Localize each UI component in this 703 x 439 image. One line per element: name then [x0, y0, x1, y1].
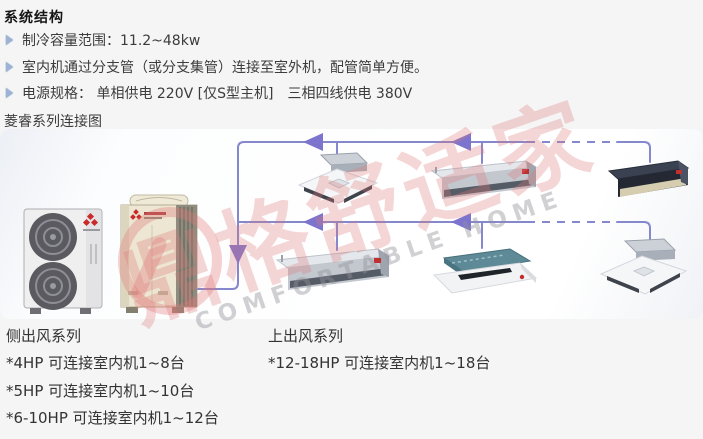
- note-top-blow-item: *12-18HP 可连接室内机1~18台: [268, 354, 491, 372]
- indoor-ducted-dark-top: [604, 157, 692, 211]
- flow-arrows: [229, 133, 471, 264]
- bullet-text: 制冷容量范围：11.2~48kw: [22, 33, 201, 49]
- indoor-ducted-light-top: [426, 157, 540, 209]
- connection-lines: [195, 133, 651, 290]
- arrow-left-icon: [303, 213, 323, 231]
- indoor-ducted-light-bottom: [270, 244, 394, 302]
- indicator-light-icon: [519, 274, 525, 280]
- indoor-cassette-1way-teal: [430, 244, 540, 310]
- note-side-blow-item: *4HP 可连接室内机1~8台: [6, 354, 185, 372]
- bullet-triangle-icon: [6, 62, 13, 72]
- connection-diagram: 鼎格舒适家 COMFORTABLE HOME: [0, 82, 703, 343]
- note-side-blow-title: 侧出风系列: [6, 327, 82, 345]
- bullet-power-spec: 电源规格： 单相供电 220V [仅S型主机] 三相四线供电 380V: [6, 84, 412, 102]
- logo-mark-icon: [522, 169, 529, 174]
- bullet-text: 电源规格： 单相供电 220V [仅S型主机] 三相四线供电 380V: [22, 86, 413, 102]
- arrow-left-icon: [303, 133, 323, 151]
- outdoor-unit-side-blow: [22, 206, 105, 320]
- logo-mark-icon: [374, 258, 381, 263]
- brand-logo-icon: [82, 212, 99, 227]
- pipe-dashed: [527, 141, 617, 223]
- indoor-cassette-4way-bottom: [594, 235, 691, 309]
- outdoor-unit-top-blow: [114, 193, 204, 319]
- note-side-blow-item: *6-10HP 可连接室内机1~12台: [6, 409, 219, 427]
- bullet-triangle-icon: [6, 88, 13, 98]
- diagram-caption: 菱睿系列连接图: [4, 114, 102, 130]
- note-top-blow-title: 上出风系列: [268, 327, 344, 345]
- bullet-cooling-capacity: 制冷容量范围：11.2~48kw: [6, 31, 200, 49]
- bullet-text: 室内机通过分支管（或分支集管）连接至室外机，配管简单方便。: [22, 60, 428, 76]
- page-title: 系统结构: [4, 10, 64, 26]
- bullet-triangle-icon: [6, 35, 13, 45]
- indoor-cassette-4way-top: [293, 151, 381, 215]
- arrow-left-icon: [451, 213, 471, 231]
- note-side-blow-item: *5HP 可连接室内机1~10台: [6, 382, 195, 400]
- arrow-left-icon: [451, 133, 471, 151]
- arrow-down-icon: [229, 245, 247, 264]
- pipe-solid: [195, 141, 651, 290]
- logo-mark-icon: [676, 170, 682, 174]
- bullet-piping: 室内机通过分支管（或分支集管）连接至室外机，配管简单方便。: [6, 58, 428, 76]
